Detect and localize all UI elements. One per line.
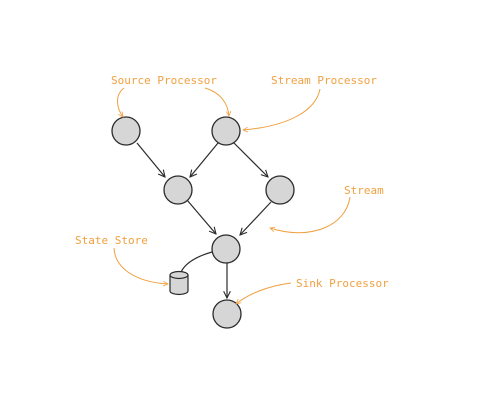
edge-mid-left-to-merge bbox=[186, 199, 216, 234]
edges bbox=[136, 142, 272, 298]
mid-right-processor-node bbox=[265, 175, 295, 205]
edge-merge-to-state-store bbox=[180, 251, 213, 273]
sink-processor-label: Sink Processor bbox=[296, 277, 389, 290]
edge-source-to-mid-left bbox=[136, 142, 165, 177]
nodes bbox=[111, 116, 295, 329]
state-store-label: State Store bbox=[75, 234, 148, 247]
sink-processor-node bbox=[212, 299, 242, 329]
merge-processor-node bbox=[211, 234, 241, 264]
edge-mid-right-to-merge bbox=[240, 201, 272, 235]
stream-processor-pointer-left bbox=[204, 87, 229, 116]
state-store-pointer bbox=[113, 247, 168, 284]
edge-stream-proc-to-mid-left bbox=[190, 142, 219, 177]
stream-processor-pointer-right bbox=[243, 88, 321, 130]
stream-processor-node bbox=[211, 116, 241, 146]
source-processor-node bbox=[111, 116, 141, 146]
state-store-cylinder bbox=[169, 270, 189, 296]
annotation-arrows bbox=[113, 87, 351, 304]
stream-pointer bbox=[270, 196, 351, 234]
edge-stream-proc-to-mid-right bbox=[233, 142, 268, 177]
sink-processor-pointer bbox=[236, 282, 292, 304]
stream-label: Stream bbox=[344, 184, 384, 197]
source-processor-label: Source Processor bbox=[111, 74, 217, 87]
stream-processor-label: Stream Processor bbox=[271, 74, 377, 87]
source-processor-pointer bbox=[117, 87, 125, 117]
mid-left-processor-node bbox=[163, 175, 193, 205]
annotation-labels: Source Processor Stream Processor Stream… bbox=[75, 74, 389, 290]
